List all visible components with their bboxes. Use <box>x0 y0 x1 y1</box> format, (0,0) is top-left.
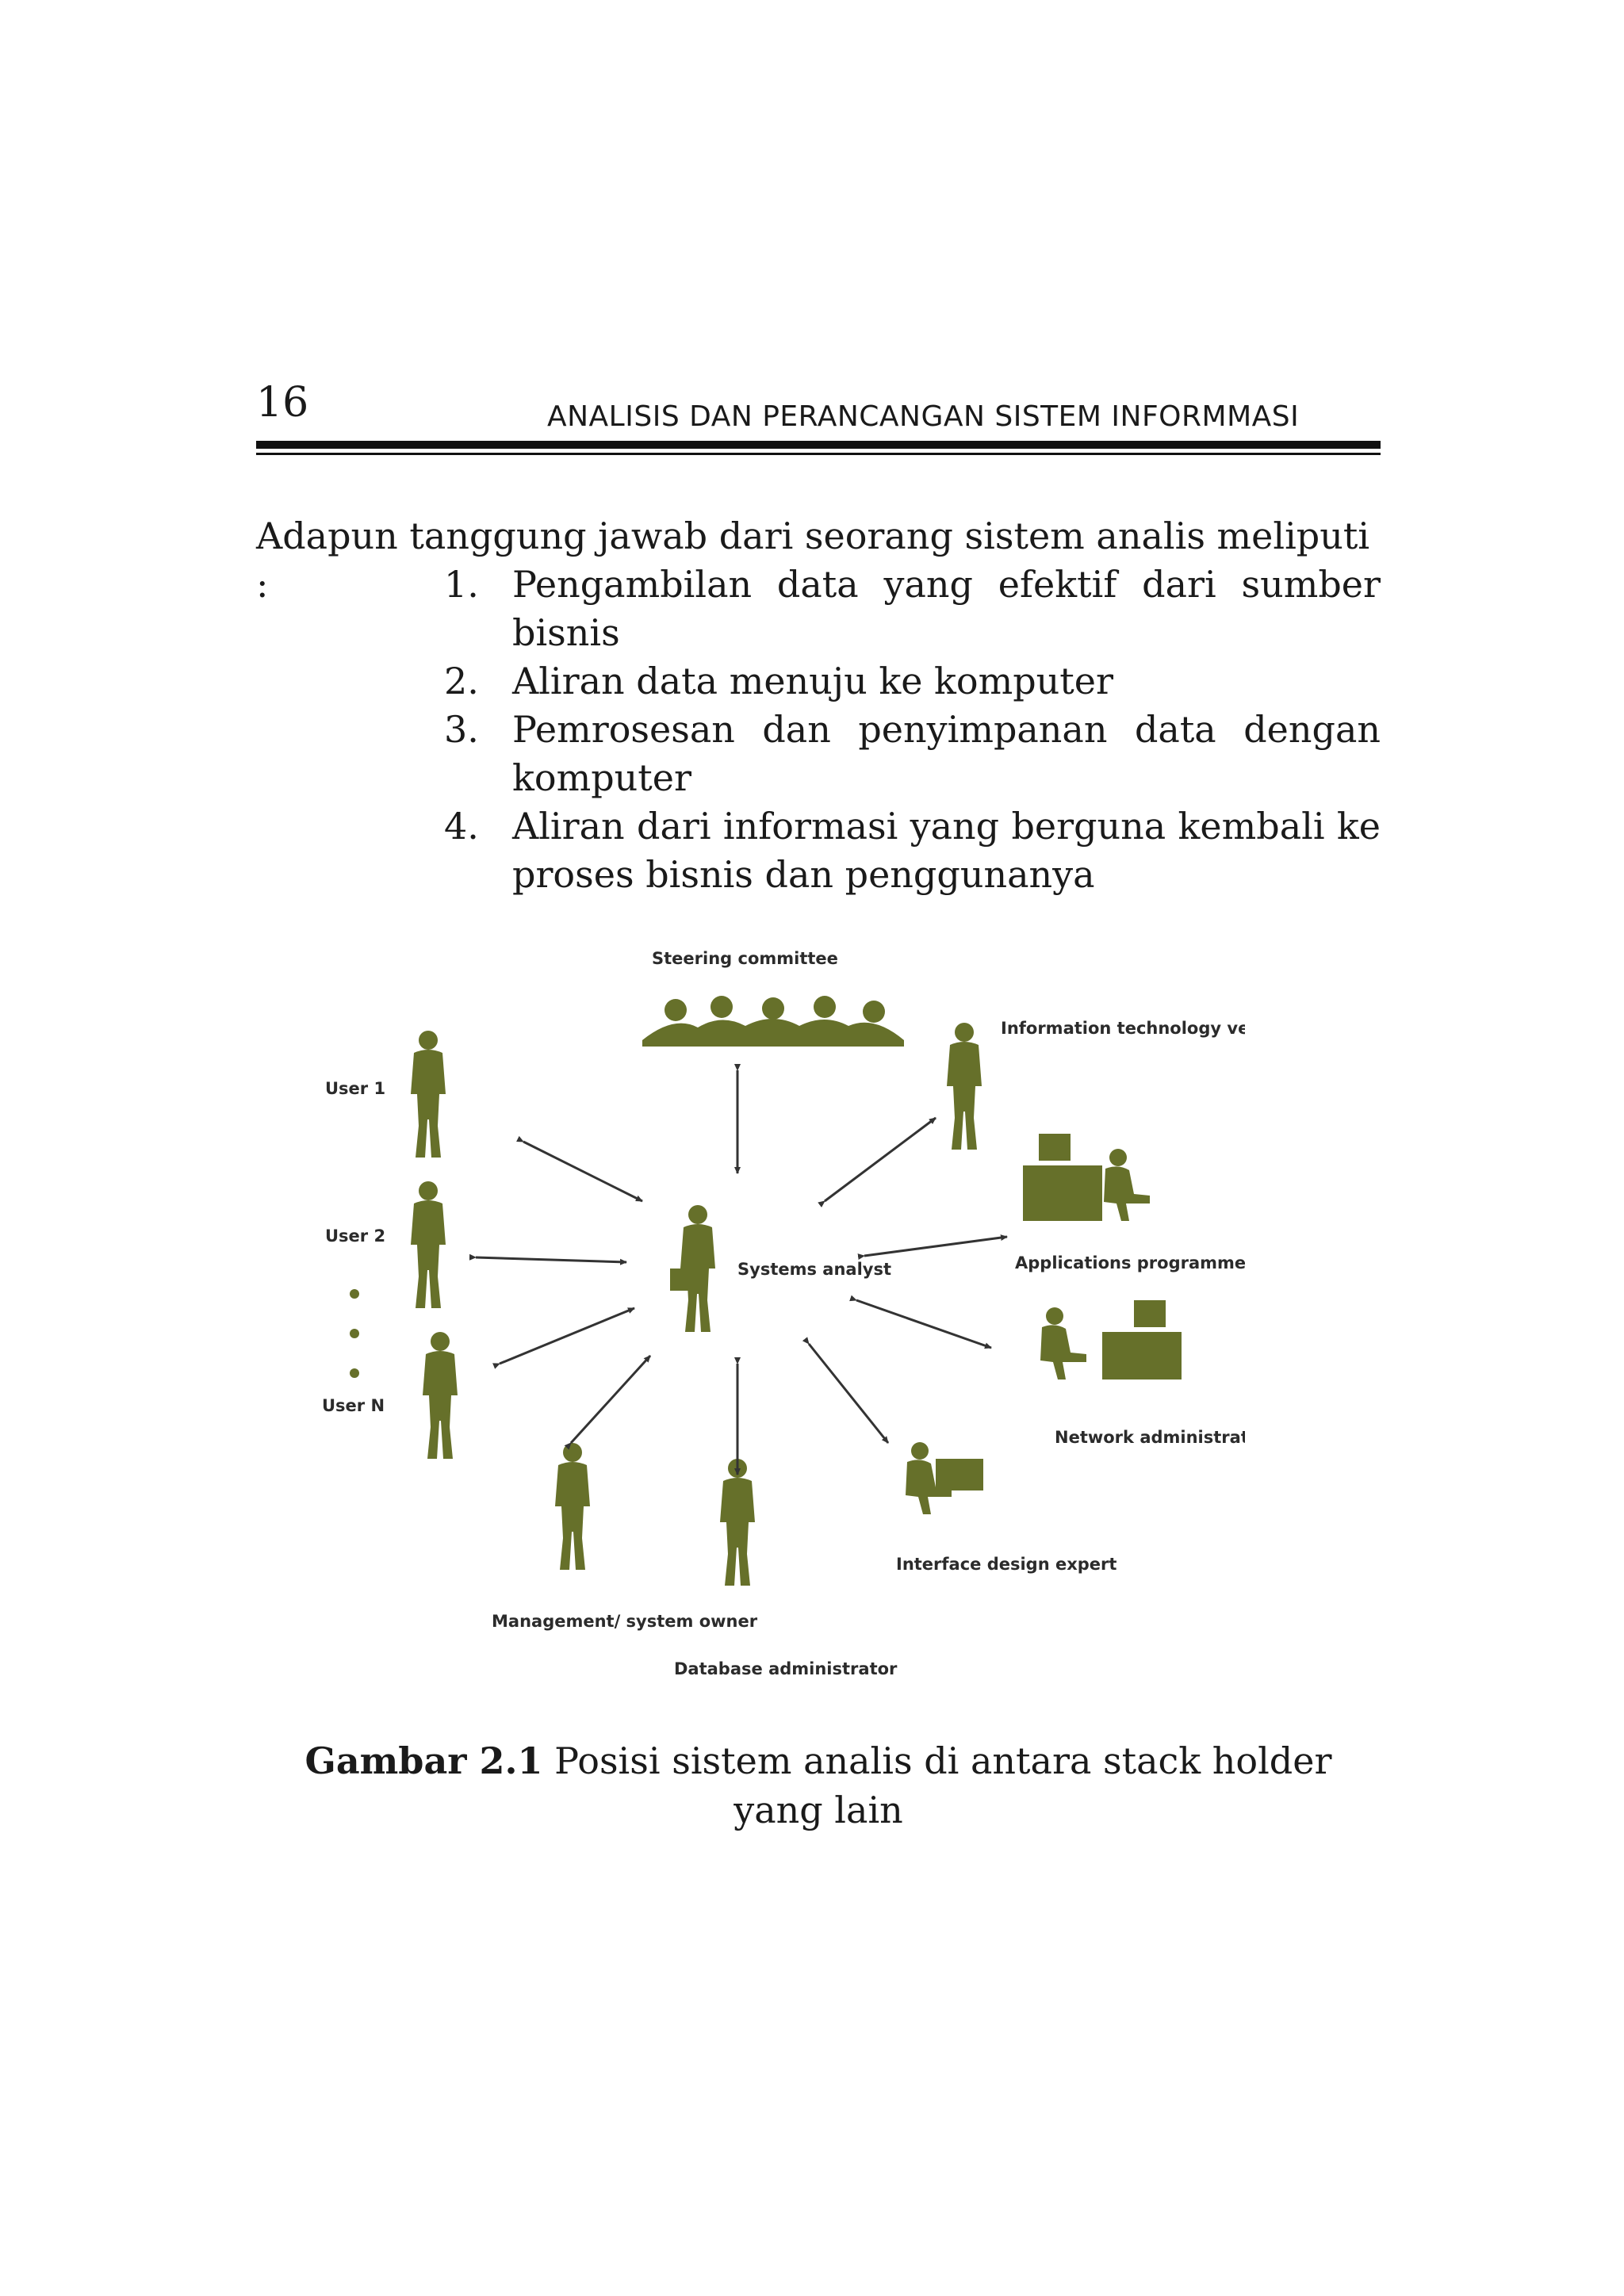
it-vendor-figure <box>947 1023 982 1150</box>
list-item-text: Pengambilan data yang efektif dari sumbe… <box>512 563 1381 654</box>
list-item-text: Pemrosesan dan penyimpanan data dengan k… <box>512 708 1381 799</box>
label-user-n: User N <box>322 1396 385 1415</box>
running-head: ANALISIS DAN PERANCANGAN SISTEM INFORMMA… <box>547 400 1300 433</box>
interface-design-expert-figure <box>906 1442 983 1514</box>
label-it-vendors: Information technology vendors <box>1001 1019 1245 1038</box>
page-number: 16 <box>256 379 309 427</box>
user-n-figure <box>423 1332 458 1459</box>
figures <box>350 996 1182 1586</box>
label-applications-programmers: Applications programmers <box>1015 1253 1245 1272</box>
list-item: 4.Aliran dari informasi yang berguna kem… <box>444 805 1381 896</box>
label-management: Management/ system owner <box>492 1612 758 1631</box>
figure-labels: Steering committee Information technolog… <box>322 949 1245 1678</box>
list-item-text: Aliran dari informasi yang berguna kemba… <box>512 805 1381 896</box>
label-network-administrator: Network administrator <box>1055 1428 1245 1447</box>
list-item: 1.Pengambilan data yang efektif dari sum… <box>444 563 1381 654</box>
database-administrator-figure <box>720 1459 755 1586</box>
label-database-administrator: Database administrator <box>674 1659 898 1678</box>
header-rule-thin <box>256 453 1381 455</box>
list-item: 3.Pemrosesan dan penyimpanan data dengan… <box>444 708 1381 799</box>
arrows <box>469 1064 1008 1475</box>
management-figure <box>555 1443 590 1570</box>
network-administrator-figure <box>1040 1300 1182 1380</box>
header-rule-thick <box>256 441 1381 449</box>
label-user-1: User 1 <box>325 1079 385 1098</box>
list-item-text: Aliran data menuju ke komputer <box>512 660 1113 702</box>
label-user-2: User 2 <box>325 1226 385 1246</box>
user-2-figure <box>411 1181 446 1308</box>
caption-label: Gambar 2.1 <box>304 1739 543 1782</box>
steering-committee-figure <box>642 996 904 1047</box>
intro-paragraph: Adapun tanggung jawab dari seorang siste… <box>256 515 1370 606</box>
label-interface-design-expert: Interface design expert <box>896 1555 1116 1574</box>
user-1-figure <box>411 1031 446 1158</box>
caption-text: Posisi sistem analis di antara stack hol… <box>554 1739 1332 1831</box>
label-systems-analyst: Systems analyst <box>737 1260 891 1279</box>
list-item: 2.Aliran data menuju ke komputer <box>444 660 1113 702</box>
applications-programmers-figure <box>1023 1134 1150 1221</box>
responsibility-list: 1.Pengambilan data yang efektif dari sum… <box>444 561 1381 899</box>
stakeholder-diagram: Steering committee Information technolog… <box>322 949 1245 1678</box>
stakeholder-figure: Steering committee Information technolog… <box>309 936 1245 1705</box>
label-steering-committee: Steering committee <box>652 949 838 968</box>
figure-caption: Gambar 2.1 Posisi sistem analis di antar… <box>256 1736 1381 1835</box>
